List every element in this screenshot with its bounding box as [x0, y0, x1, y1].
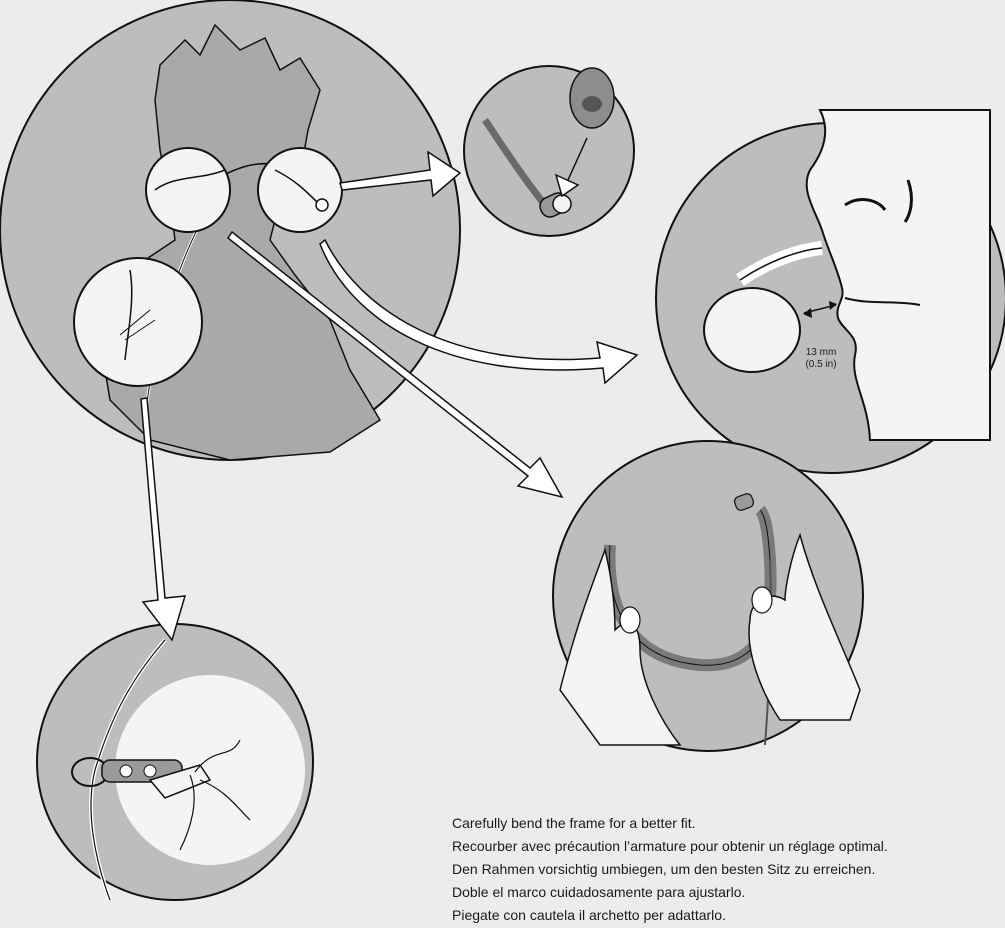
instruction-french: Recourber avec précaution l’armature pou…	[452, 835, 997, 858]
dimension-label: 13 mm (0.5 in)	[796, 347, 846, 371]
cheek-detail-circle	[146, 148, 230, 232]
dimension-imperial: (0.5 in)	[796, 359, 846, 371]
main-figure-circle	[0, 0, 460, 460]
clip-inset-circle	[37, 624, 313, 900]
windscreen-inset-circle	[464, 66, 634, 236]
mic-detail-circle	[258, 148, 342, 232]
instruction-italian: Piegate con cautela il archetto per adat…	[452, 904, 997, 927]
instruction-caption: Carefully bend the frame for a better fi…	[452, 812, 997, 927]
instruction-german: Den Rahmen vorsichtig umbiegen, um den b…	[452, 858, 997, 881]
instruction-spanish: Doble el marco cuidadosamente para ajust…	[452, 881, 997, 904]
bend-frame-inset-circle	[553, 441, 863, 751]
dimension-metric: 13 mm	[796, 347, 846, 359]
clip-detail-circle	[74, 258, 202, 386]
instruction-english: Carefully bend the frame for a better fi…	[452, 812, 997, 835]
mouth-position-inset-circle	[656, 110, 1005, 473]
windscreen-foam	[704, 288, 800, 372]
